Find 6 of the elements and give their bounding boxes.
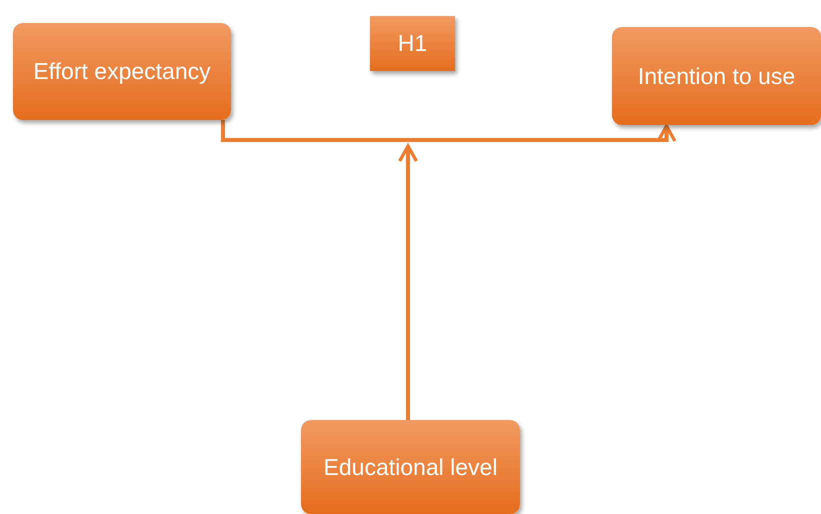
arrow [398,144,418,420]
hypothesis-box: H1 [370,16,455,71]
arrow [221,120,676,143]
construct-box: Intention to use [612,27,821,125]
construct-box: Educational level [301,420,520,514]
construct-box: Effort expectancy [13,23,231,120]
